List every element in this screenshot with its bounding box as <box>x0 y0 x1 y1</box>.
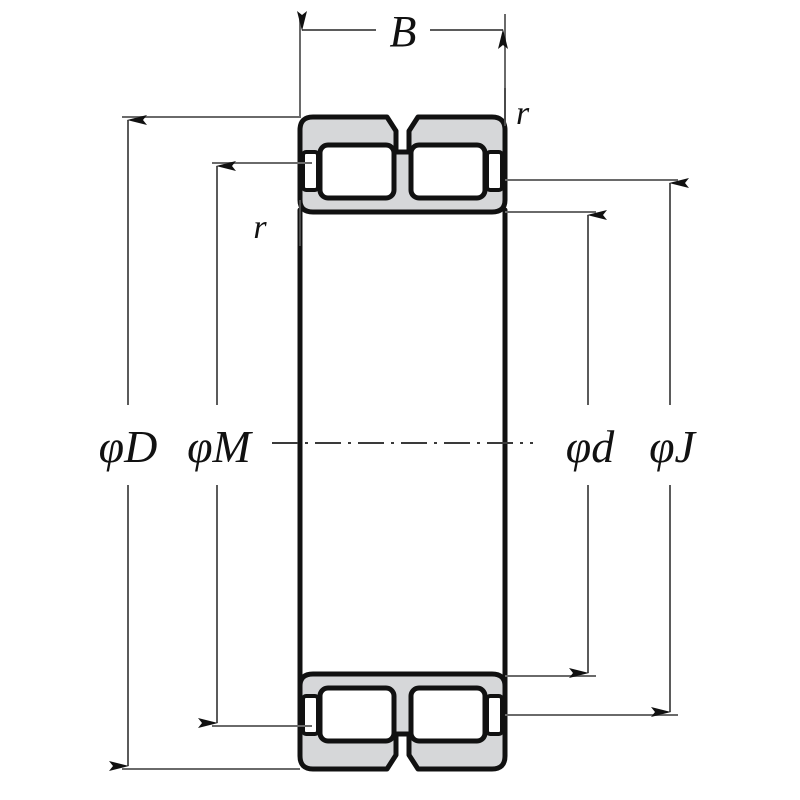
top-bearing-assembly <box>297 114 508 215</box>
callout-r-top-right: r <box>504 88 530 132</box>
callout-r-top-right-label: r <box>516 95 530 132</box>
bottom-cage-pocket-right <box>487 696 502 734</box>
bearing-body <box>297 114 508 772</box>
callout-r-upper-left-label: r <box>253 209 267 246</box>
bottom-outer-ring-outline <box>297 671 508 772</box>
bottom-roller-right <box>411 688 485 741</box>
dimension-phi-j-label: φJ <box>649 421 697 472</box>
bottom-roller-left <box>320 688 394 741</box>
dimension-phi-d-label: φD <box>99 421 158 472</box>
dimension-phi-d-bore-label: φd <box>566 421 615 472</box>
top-outer-ring-outline <box>297 114 508 215</box>
dimension-phi-m-label: φM <box>187 421 253 472</box>
dimension-phi-m-group: φM <box>187 161 312 728</box>
top-roller-right <box>411 145 485 198</box>
callout-r-upper-left: r <box>253 200 301 246</box>
top-cage-pocket-right <box>487 152 502 190</box>
top-cage-pocket-left-outline <box>301 150 320 192</box>
bottom-cage-pocket-left <box>303 696 318 734</box>
bottom-cage-pocket-left-outline <box>301 694 320 736</box>
top-cage-pocket-right-outline <box>485 150 504 192</box>
bottom-cage-pocket-right-outline <box>485 694 504 736</box>
dimension-b-label: B <box>390 7 417 56</box>
bottom-center-rib <box>394 732 411 757</box>
body-side-walls <box>297 207 508 691</box>
bottom-bearing-assembly <box>297 671 508 772</box>
dimension-phi-d-bore-group: φd <box>505 210 615 678</box>
top-roller-left <box>320 145 394 198</box>
top-center-rib <box>394 129 411 154</box>
dimension-b-group: B <box>297 7 508 118</box>
dimension-phi-d-outer-group: φD <box>99 115 300 771</box>
dimension-phi-j-group: φJ <box>505 178 698 717</box>
top-cage-pocket-left <box>303 152 318 190</box>
